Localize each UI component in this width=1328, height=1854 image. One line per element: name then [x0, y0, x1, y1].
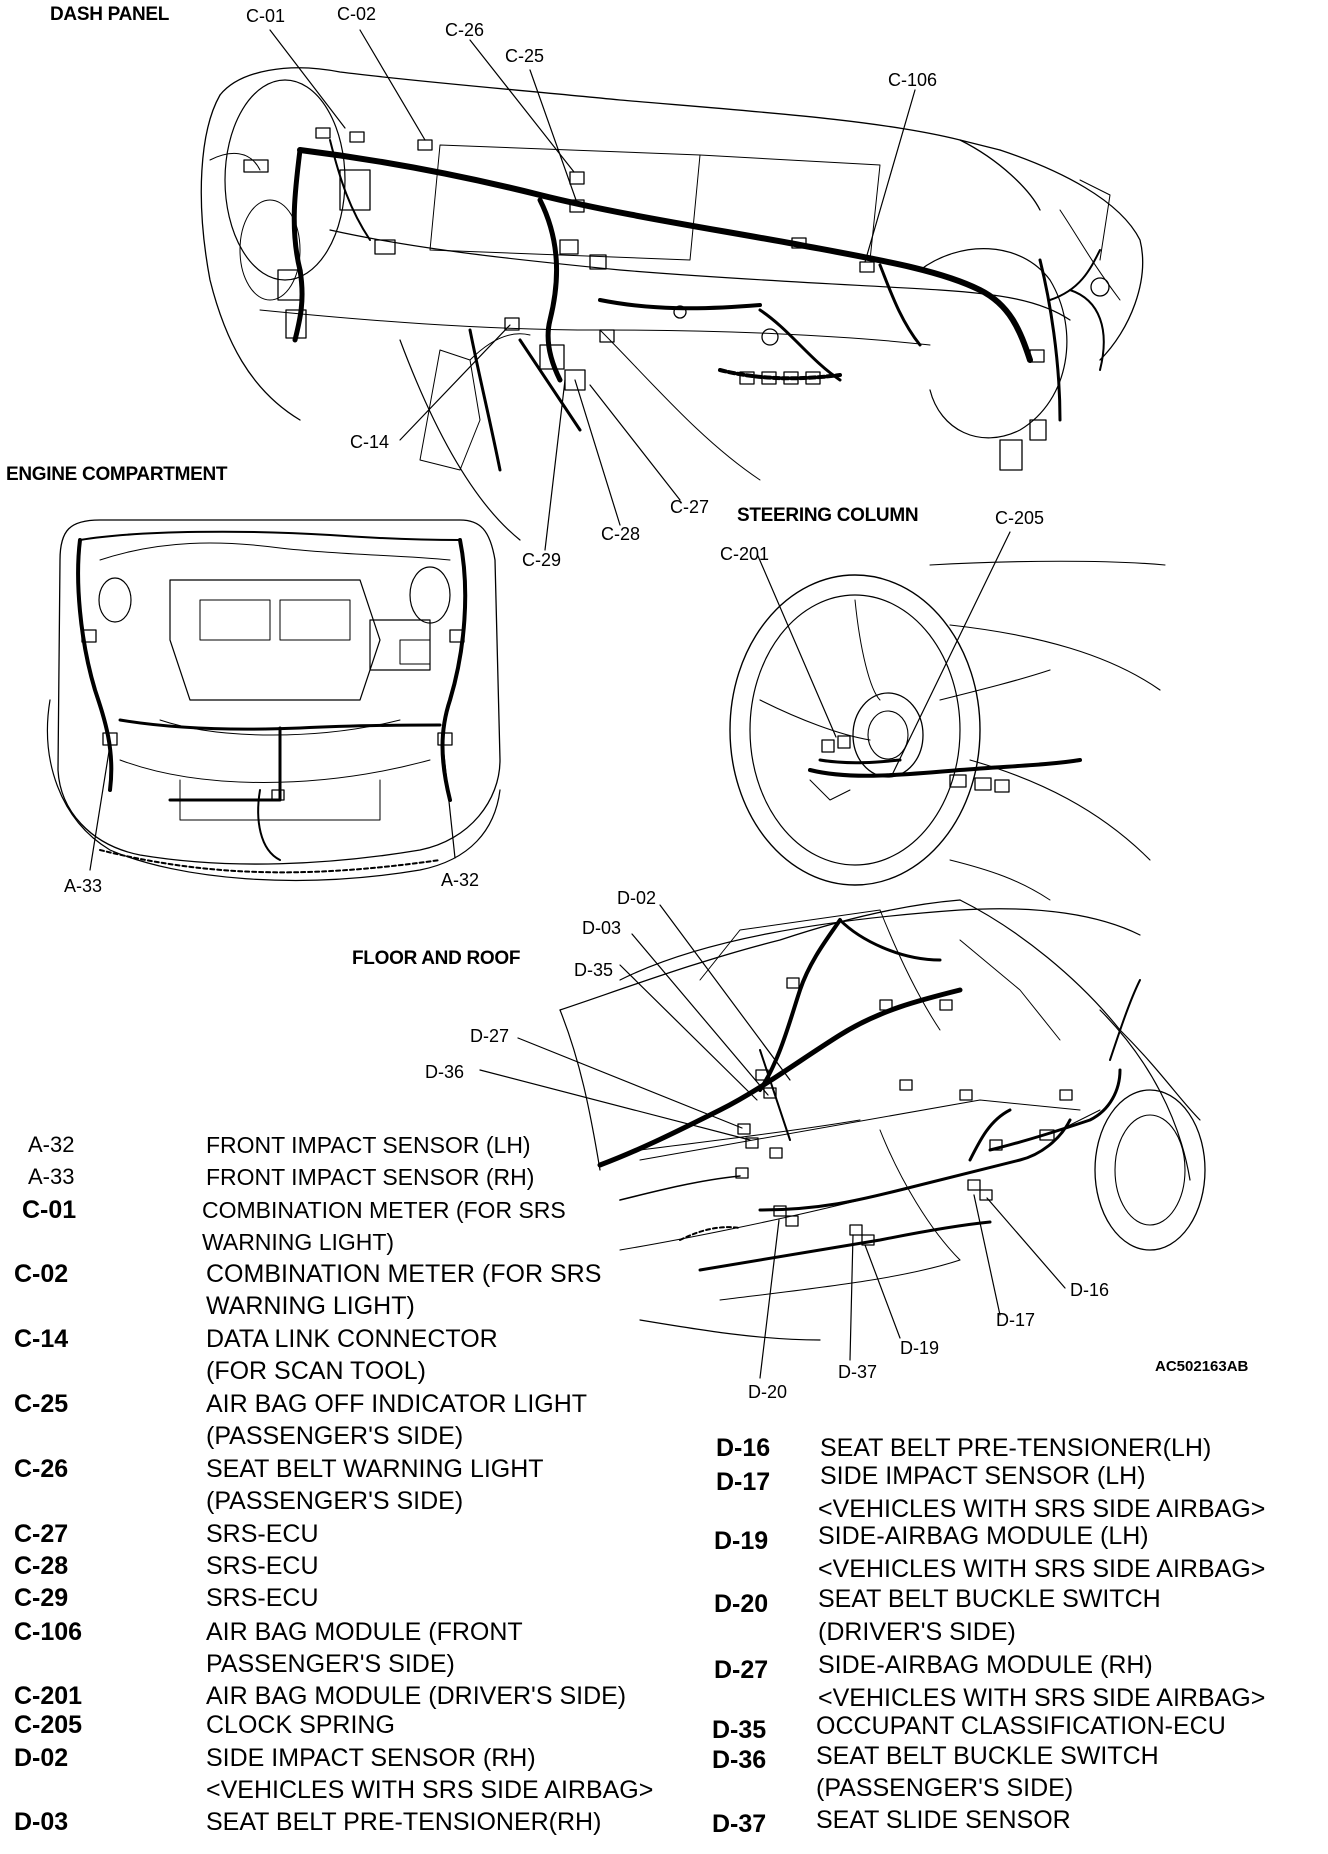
- callout-label: C-01: [246, 6, 286, 26]
- section-title-steering-column: STEERING COLUMN: [737, 505, 919, 526]
- legend-desc: CLOCK SPRING: [206, 1711, 395, 1739]
- section-title-dash-panel: DASH PANEL: [50, 4, 170, 25]
- callout-label: D-02: [617, 888, 657, 908]
- legend-code: C-02: [14, 1260, 69, 1288]
- callout-label: D-03: [582, 918, 622, 938]
- legend-desc: SRS-ECU: [206, 1552, 319, 1580]
- legend-code: D-16: [716, 1434, 771, 1462]
- callout-label: C-27: [670, 497, 710, 517]
- legend-code: D-17: [716, 1468, 771, 1496]
- legend-code: D-27: [714, 1656, 769, 1684]
- callout-label: A-33: [64, 876, 103, 896]
- legend-desc: (FOR SCAN TOOL): [206, 1357, 426, 1385]
- legend-code: C-01: [22, 1196, 77, 1224]
- legend-code: D-37: [712, 1810, 767, 1838]
- legend-code: D-19: [714, 1527, 769, 1555]
- legend-desc: AIR BAG MODULE (FRONT: [206, 1618, 523, 1646]
- section-title-engine-compartment: ENGINE COMPARTMENT: [6, 464, 228, 485]
- legend-code: C-201: [14, 1682, 83, 1710]
- legend-code: A-33: [28, 1164, 75, 1189]
- callout-label: C-205: [995, 508, 1045, 528]
- legend-desc: AIR BAG MODULE (DRIVER'S SIDE): [206, 1682, 627, 1710]
- legend-desc: SEAT BELT PRE-TENSIONER(RH): [206, 1808, 602, 1836]
- callout-label: C-02: [337, 4, 377, 24]
- legend-desc: WARNING LIGHT): [206, 1292, 415, 1320]
- legend-code: C-205: [14, 1711, 83, 1739]
- floor-and-roof-illustration: [479, 899, 1206, 1379]
- callout-label: C-29: [522, 550, 562, 570]
- callout-label: C-14: [350, 432, 390, 452]
- legend-desc: <VEHICLES WITH SRS SIDE AIRBAG>: [818, 1684, 1266, 1712]
- legend-desc: SIDE-AIRBAG MODULE (LH): [818, 1522, 1149, 1550]
- legend-desc: <VEHICLES WITH SRS SIDE AIRBAG>: [206, 1776, 654, 1804]
- engine-compartment-illustration: [46, 519, 501, 881]
- callout-label: D-17: [996, 1310, 1036, 1330]
- callout-label: D-36: [425, 1062, 465, 1082]
- legend-desc: <VEHICLES WITH SRS SIDE AIRBAG>: [818, 1495, 1266, 1523]
- legend-desc: SRS-ECU: [206, 1520, 319, 1548]
- section-title-floor-and-roof: FLOOR AND ROOF: [352, 948, 521, 969]
- legend-desc: SIDE IMPACT SENSOR (LH): [820, 1462, 1146, 1490]
- legend-code: A-32: [28, 1132, 75, 1157]
- legend-desc: WARNING LIGHT): [202, 1229, 395, 1255]
- callout-label: C-106: [888, 70, 938, 90]
- legend-desc: <VEHICLES WITH SRS SIDE AIRBAG>: [818, 1555, 1266, 1583]
- dash-panel-illustration: [200, 29, 1144, 551]
- legend-desc: FRONT IMPACT SENSOR (RH): [206, 1164, 535, 1190]
- legend-desc: COMBINATION METER (FOR SRS: [206, 1260, 602, 1288]
- callout-label: D-35: [574, 960, 614, 980]
- legend-desc: DATA LINK CONNECTOR: [206, 1325, 498, 1353]
- legend-code: C-14: [14, 1325, 69, 1353]
- legend-code: D-20: [714, 1590, 769, 1618]
- legend-desc: (DRIVER'S SIDE): [818, 1618, 1016, 1646]
- legend-desc: COMBINATION METER (FOR SRS: [202, 1197, 566, 1223]
- legend-code: C-27: [14, 1520, 69, 1548]
- steering-column-illustration: [729, 531, 1166, 901]
- legend-desc: SEAT BELT BUCKLE SWITCH: [818, 1585, 1161, 1613]
- callout-label: C-28: [601, 524, 641, 544]
- legend-code: C-106: [14, 1618, 83, 1646]
- callout-label: D-27: [470, 1026, 510, 1046]
- callout-label: C-201: [720, 544, 770, 564]
- callout-label: C-26: [445, 20, 485, 40]
- callout-label: D-20: [748, 1382, 788, 1402]
- figure-reference: AC502163AB: [1155, 1358, 1249, 1375]
- legend-desc: (PASSENGER'S SIDE): [816, 1774, 1074, 1802]
- legend-code: C-25: [14, 1390, 69, 1418]
- legend-code: D-02: [14, 1744, 69, 1772]
- callout-label: D-37: [838, 1362, 878, 1382]
- legend-code: D-03: [14, 1808, 69, 1836]
- legend-desc: SEAT BELT WARNING LIGHT: [206, 1455, 544, 1483]
- legend-code: D-35: [712, 1716, 767, 1744]
- legend-desc: SRS-ECU: [206, 1584, 319, 1612]
- legend-desc: (PASSENGER'S SIDE): [206, 1422, 464, 1450]
- legend-desc: SIDE-AIRBAG MODULE (RH): [818, 1651, 1153, 1679]
- legend-desc: AIR BAG OFF INDICATOR LIGHT: [206, 1390, 588, 1418]
- legend-desc: (PASSENGER'S SIDE): [206, 1487, 464, 1515]
- legend-desc: SIDE IMPACT SENSOR (RH): [206, 1744, 536, 1772]
- legend-code: C-26: [14, 1455, 69, 1483]
- callout-label: A-32: [441, 870, 480, 890]
- legend-desc: FRONT IMPACT SENSOR (LH): [206, 1132, 531, 1158]
- callout-label: D-19: [900, 1338, 940, 1358]
- legend-code: C-29: [14, 1584, 69, 1612]
- legend-desc: OCCUPANT CLASSIFICATION-ECU: [816, 1712, 1226, 1740]
- callout-label: C-25: [505, 46, 545, 66]
- legend-desc: SEAT SLIDE SENSOR: [816, 1806, 1071, 1834]
- legend-desc: SEAT BELT PRE-TENSIONER(LH): [820, 1434, 1212, 1462]
- legend-code: C-28: [14, 1552, 69, 1580]
- legend-code: D-36: [712, 1746, 767, 1774]
- legend-desc: PASSENGER'S SIDE): [206, 1650, 455, 1678]
- callout-label: D-16: [1070, 1280, 1110, 1300]
- legend-desc: SEAT BELT BUCKLE SWITCH: [816, 1742, 1159, 1770]
